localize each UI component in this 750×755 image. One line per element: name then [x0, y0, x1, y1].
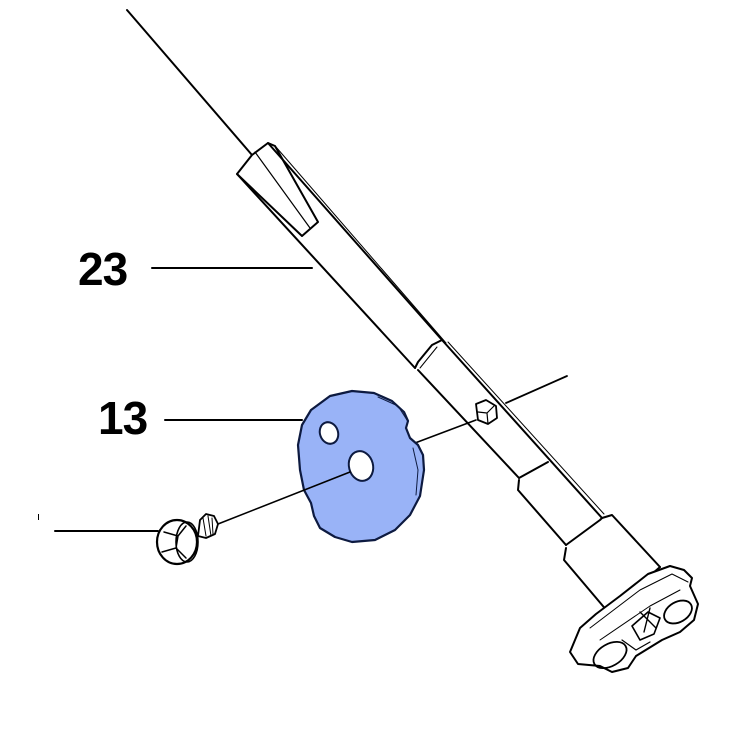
assembly-line [505, 375, 568, 404]
end-fitting-part[interactable] [569, 565, 699, 674]
shaft-part[interactable] [236, 142, 661, 613]
nut-part[interactable] [475, 399, 498, 425]
plate-part[interactable] [296, 389, 426, 544]
callout-label-13[interactable]: 13 [98, 392, 148, 444]
screw-part[interactable] [155, 513, 219, 566]
callout-label-23[interactable]: 23 [78, 243, 128, 295]
assembly-line [414, 419, 477, 444]
assembly-line [217, 471, 351, 525]
axis-line [126, 9, 253, 156]
stray-mark [38, 514, 39, 520]
